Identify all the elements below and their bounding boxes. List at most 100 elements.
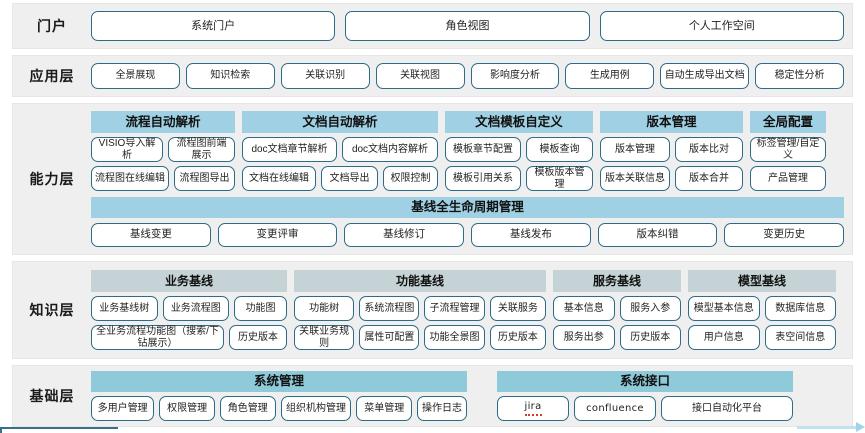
application-item-2[interactable]: 关联识别	[280, 63, 370, 89]
knowledge-group-business-baseline: 业务基线 业务基线树 业务流程图 功能图 全业务流程功能图（搜索/下钻展示） 历…	[91, 270, 287, 350]
application-item-0[interactable]: 全景展现	[91, 63, 180, 89]
layer-label-portal: 门户	[37, 18, 67, 34]
application-item-row: 全景展现 知识检索 关联识别 关联视图 影响度分析 生成用例 自动生成导出文档 …	[91, 63, 844, 89]
base-item-role-mgmt[interactable]: 角色管理	[219, 396, 276, 421]
capability-row: 标签管理/自定义	[750, 137, 826, 162]
base-item-confluence[interactable]: confluence	[574, 396, 656, 421]
layer-body-application: 全景展现 知识检索 关联识别 关联视图 影响度分析 生成用例 自动生成导出文档 …	[91, 57, 852, 95]
know-item-related-service[interactable]: 关联服务	[489, 296, 546, 321]
capability-group-list: 流程自动解析 VISIO导入解析 流程图前端展示 流程图在线编辑 流程图导出 文…	[91, 111, 844, 191]
infrastructure-row: jira confluence 接口自动化平台	[497, 396, 793, 421]
capability-row: 流程图在线编辑 流程图导出	[91, 166, 235, 191]
know-item-service-output-param[interactable]: 服务出参	[553, 325, 615, 350]
layer-application: 应用层 全景展现 知识检索 关联识别 关联视图 影响度分析 生成用例 自动生成导…	[12, 55, 853, 97]
know-item-tablespace-info[interactable]: 表空间信息	[764, 325, 836, 350]
base-item-jira[interactable]: jira	[497, 396, 569, 421]
know-item-service-basic-info[interactable]: 基本信息	[553, 296, 615, 321]
group-head-version-mgmt: 版本管理	[600, 111, 743, 133]
cap-item-version-mgmt[interactable]: 版本管理	[600, 137, 670, 162]
application-item-3[interactable]: 关联视图	[375, 63, 465, 89]
jira-label: jira	[524, 401, 542, 416]
baseline-item-release[interactable]: 基线发布	[471, 223, 591, 247]
cap-item-template-chapter-config[interactable]: 模板章节配置	[445, 137, 521, 162]
layer-body-knowledge: 业务基线 业务基线树 业务流程图 功能图 全业务流程功能图（搜索/下钻展示） 历…	[91, 264, 852, 356]
layer-capability: 能力层 流程自动解析 VISIO导入解析 流程图前端展示 流程图在线编辑 流程图…	[12, 103, 853, 255]
layer-infrastructure: 基础层 系统管理 多用户管理 权限管理 角色管理 组织机构管理 菜单管理 操作日…	[12, 365, 853, 427]
knowledge-row: 模型基本信息 数据库信息	[688, 296, 836, 321]
cap-item-doc-export[interactable]: 文档导出	[321, 166, 378, 191]
cap-item-permission-control[interactable]: 权限控制	[383, 166, 438, 191]
portal-item-2[interactable]: 个人工作空间	[599, 11, 844, 41]
know-item-full-business-flow-function-chart[interactable]: 全业务流程功能图（搜索/下钻展示）	[91, 325, 224, 350]
know-item-model-basic-info[interactable]: 模型基本信息	[688, 296, 760, 321]
baseline-lifecycle-block: 基线全生命周期管理 基线变更 变更评审 基线修订 基线发布 版本纠错 变更历史	[91, 197, 845, 247]
know-item-service-input-param[interactable]: 服务入参	[619, 296, 681, 321]
know-item-function-panorama[interactable]: 功能全景图	[424, 325, 485, 350]
cap-item-tag-mgmt-custom[interactable]: 标签管理/自定义	[750, 137, 826, 162]
cap-item-version-relation-info[interactable]: 版本关联信息	[600, 166, 670, 191]
layer-body-capability: 流程自动解析 VISIO导入解析 流程图前端展示 流程图在线编辑 流程图导出 文…	[91, 105, 852, 253]
know-item-system-flow-chart[interactable]: 系统流程图	[359, 296, 420, 321]
cap-item-version-merge[interactable]: 版本合并	[675, 166, 743, 191]
capability-row: 文档在线编辑 文档导出 权限控制	[242, 166, 438, 191]
base-item-multi-user-mgmt[interactable]: 多用户管理	[91, 396, 155, 421]
application-item-4[interactable]: 影响度分析	[470, 63, 560, 89]
baseline-item-change-review[interactable]: 变更评审	[217, 223, 338, 247]
know-item-function-history-version[interactable]: 历史版本	[489, 325, 546, 350]
baseline-item-version-correction[interactable]: 版本纠错	[597, 223, 718, 247]
cap-item-template-version-mgmt[interactable]: 模板版本管理	[526, 166, 593, 191]
cap-item-doc-content-parse[interactable]: doc文档内容解析	[342, 137, 438, 162]
capability-row: 版本管理 版本比对	[600, 137, 743, 162]
cap-item-version-compare[interactable]: 版本比对	[675, 137, 743, 162]
know-item-function-tree[interactable]: 功能树	[294, 296, 355, 321]
arrow-line	[797, 425, 856, 429]
application-item-6[interactable]: 自动生成导出文档	[660, 63, 750, 89]
know-item-database-info[interactable]: 数据库信息	[764, 296, 836, 321]
decorative-arrow-icon	[797, 422, 865, 432]
knowledge-group-list: 业务基线 业务基线树 业务流程图 功能图 全业务流程功能图（搜索/下钻展示） 历…	[91, 270, 844, 350]
infrastructure-group-system-interface: 系统接口 jira confluence 接口自动化平台	[497, 371, 793, 421]
infrastructure-row: 多用户管理 权限管理 角色管理 组织机构管理 菜单管理 操作日志	[91, 396, 467, 421]
base-item-menu-mgmt[interactable]: 菜单管理	[356, 396, 413, 421]
group-head-doc-parse: 文档自动解析	[242, 111, 438, 133]
layer-portal: 门户 系统门户 角色视图 个人工作空间	[12, 3, 853, 49]
base-item-interface-automation-platform[interactable]: 接口自动化平台	[661, 396, 793, 421]
cap-item-product-mgmt[interactable]: 产品管理	[750, 166, 826, 191]
cap-item-flow-frontend-display[interactable]: 流程图前端展示	[168, 137, 235, 162]
know-item-related-business-rule[interactable]: 关联业务规则	[294, 325, 355, 350]
know-item-history-version[interactable]: 历史版本	[229, 325, 287, 350]
baseline-item-revision[interactable]: 基线修订	[344, 223, 465, 247]
layer-label-capability: 能力层	[29, 171, 75, 187]
know-item-attribute-configurable[interactable]: 属性可配置	[359, 325, 420, 350]
baseline-item-change-history[interactable]: 变更历史	[724, 223, 845, 247]
cap-item-doc-chapter-parse[interactable]: doc文档章节解析	[242, 137, 337, 162]
infrastructure-group-list: 系统管理 多用户管理 权限管理 角色管理 组织机构管理 菜单管理 操作日志 系统…	[91, 371, 844, 421]
know-item-service-history-version[interactable]: 历史版本	[619, 325, 681, 350]
know-item-business-flow-chart[interactable]: 业务流程图	[162, 296, 230, 321]
capability-row: VISIO导入解析 流程图前端展示	[91, 137, 235, 162]
cap-item-template-query[interactable]: 模板查询	[526, 137, 593, 162]
base-item-permission-mgmt[interactable]: 权限管理	[159, 396, 215, 421]
know-item-function-chart[interactable]: 功能图	[234, 296, 287, 321]
know-item-user-info[interactable]: 用户信息	[688, 325, 760, 350]
application-item-7[interactable]: 稳定性分析	[755, 63, 844, 89]
infrastructure-group-system-mgmt: 系统管理 多用户管理 权限管理 角色管理 组织机构管理 菜单管理 操作日志	[91, 371, 467, 421]
portal-item-0[interactable]: 系统门户	[91, 11, 336, 41]
application-item-5[interactable]: 生成用例	[565, 63, 655, 89]
capability-row: 产品管理	[750, 166, 826, 191]
cap-item-flow-online-edit[interactable]: 流程图在线编辑	[91, 166, 169, 191]
portal-item-1[interactable]: 角色视图	[345, 11, 590, 41]
cap-item-doc-online-edit[interactable]: 文档在线编辑	[242, 166, 316, 191]
capability-group-doc-template: 文档模板自定义 模板章节配置 模板查询 模板引用关系 模板版本管理	[445, 111, 593, 191]
layer-label-knowledge: 知识层	[29, 302, 75, 318]
cap-item-flow-export[interactable]: 流程图导出	[174, 166, 235, 191]
knowledge-group-model-baseline: 模型基线 模型基本信息 数据库信息 用户信息 表空间信息	[688, 270, 836, 350]
baseline-item-change[interactable]: 基线变更	[91, 223, 211, 247]
know-item-business-baseline-tree[interactable]: 业务基线树	[91, 296, 158, 321]
application-item-1[interactable]: 知识检索	[185, 63, 275, 89]
base-item-org-structure-mgmt[interactable]: 组织机构管理	[280, 396, 352, 421]
know-item-subprocess-mgmt[interactable]: 子流程管理	[424, 296, 485, 321]
cap-item-visio-import[interactable]: VISIO导入解析	[91, 137, 163, 162]
base-item-operation-log[interactable]: 操作日志	[417, 396, 467, 421]
cap-item-template-reference[interactable]: 模板引用关系	[445, 166, 521, 191]
